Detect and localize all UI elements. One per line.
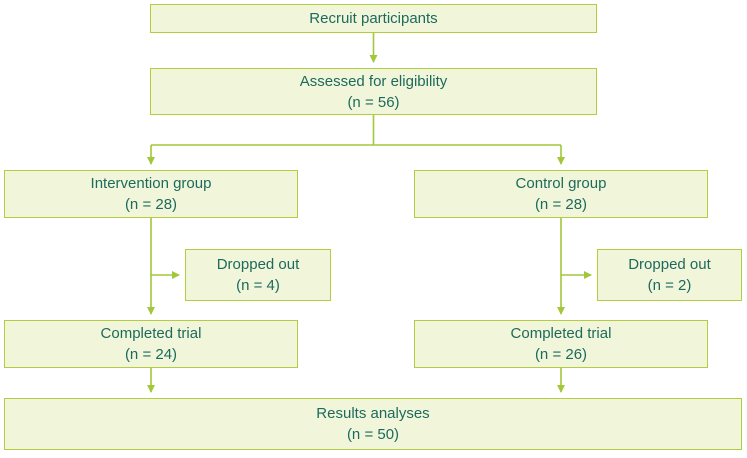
box-assessed-count: (n = 56) [347,93,400,111]
box-intervention-label: Intervention group [90,175,212,192]
box-completed-left-label: Completed trial [100,325,202,342]
box-dropped-out-intervention: Dropped out (n = 4) [185,249,331,301]
box-completed-right-label: Completed trial [510,325,612,342]
box-assessed-for-eligibility: Assessed for eligibility (n = 56) [150,68,597,115]
box-dropped-left-count: (n = 4) [236,277,280,294]
box-results-analyses: Results analyses (n = 50) [4,398,742,450]
box-intervention-count: (n = 28) [124,196,178,213]
box-intervention-group: Intervention group (n = 28) [4,170,298,218]
box-control-label: Control group [515,175,607,192]
box-control-count: (n = 28) [534,196,588,213]
box-dropped-right-count: (n = 2) [647,277,692,294]
box-results-label: Results analyses [316,405,430,422]
box-dropped-out-control: Dropped out (n = 2) [597,249,742,301]
box-recruit-label: Recruit participants [309,10,438,27]
box-completed-right-count: (n = 26) [534,346,588,363]
box-dropped-left-label: Dropped out [216,256,300,273]
box-results-count: (n = 50) [346,426,400,443]
box-completed-left-count: (n = 24) [124,346,178,363]
box-control-group: Control group (n = 28) [414,170,708,218]
box-dropped-right-label: Dropped out [628,256,711,273]
box-completed-trial-control: Completed trial (n = 26) [414,320,708,368]
box-recruit-participants: Recruit participants [150,4,597,33]
box-assessed-label: Assessed for eligibility [299,72,448,90]
box-completed-trial-intervention: Completed trial (n = 24) [4,320,298,368]
